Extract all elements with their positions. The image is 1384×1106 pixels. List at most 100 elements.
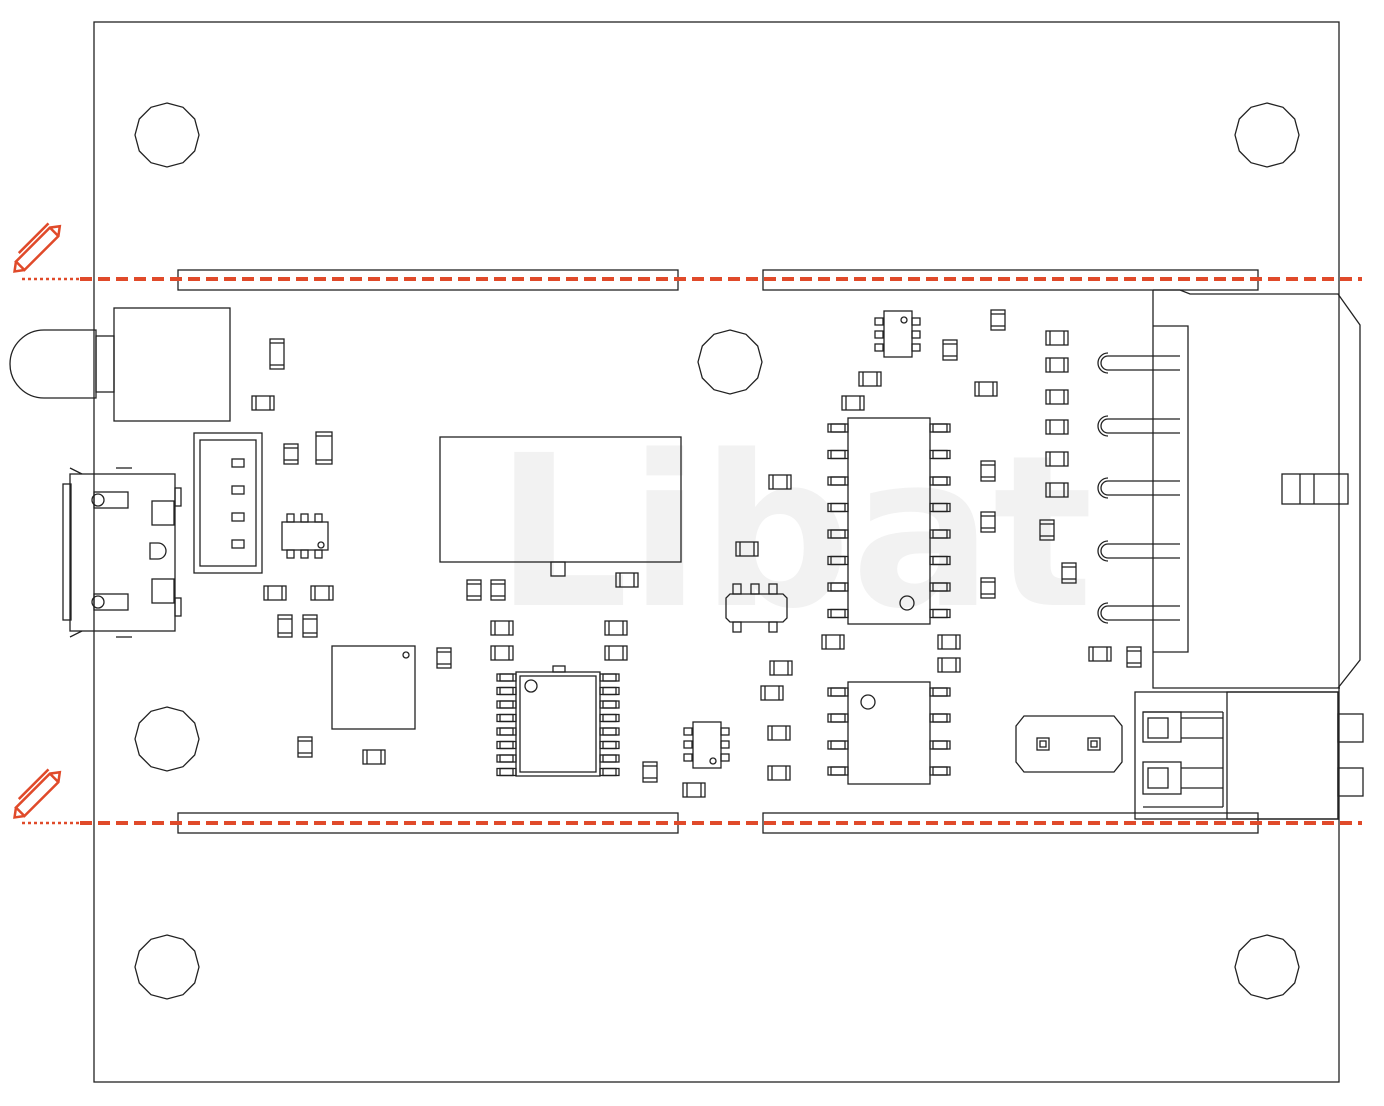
sd-pin-outline (1100, 605, 1180, 621)
barrel-jack-housing (113, 307, 231, 422)
ic-pin-inner (602, 740, 617, 750)
smd-body (858, 371, 882, 387)
smd-body (310, 585, 334, 601)
sd-card-pin (1097, 540, 1180, 562)
crystal-oscillator (725, 583, 788, 633)
smd-component (269, 338, 285, 370)
smd-body (302, 614, 318, 638)
sd-card-contacts (1097, 352, 1180, 624)
smd-body (841, 395, 865, 411)
ic-pin-inner (602, 700, 617, 709)
pencil-icon (13, 222, 62, 273)
smd-component (615, 572, 639, 588)
ic-pin-inner (602, 673, 617, 682)
sd-pin-arc (1097, 602, 1109, 624)
smd-body (1045, 451, 1069, 467)
smd-component (436, 647, 452, 669)
smd-body (490, 645, 514, 661)
smd-component (283, 443, 299, 465)
sd-pin-arc (1097, 540, 1109, 562)
smd-body (604, 620, 628, 636)
smd-component (490, 620, 514, 636)
ic-pin-inner (830, 582, 846, 592)
smd-component (767, 765, 791, 781)
mounting-hole (1234, 102, 1300, 168)
soic16-chip (847, 417, 931, 625)
ic-pin-inner (830, 555, 846, 566)
smd-body (768, 474, 792, 490)
smd-body (263, 585, 287, 601)
smd-body (1045, 482, 1069, 498)
smd-body (436, 647, 452, 669)
cut-lines (22, 277, 1362, 825)
smd-component (362, 749, 386, 765)
smd-component (297, 736, 313, 758)
soic16-pins (827, 423, 951, 619)
smd-component (682, 782, 706, 798)
smd-body (1045, 357, 1069, 373)
smd-body (604, 645, 628, 661)
smd-body (1061, 562, 1077, 584)
smd-component (937, 657, 961, 673)
ic-pin-inner (932, 502, 948, 513)
sot-chip-bottom (683, 721, 730, 769)
ic-pin-inner (932, 423, 948, 433)
smd-component (769, 660, 793, 676)
sd-card-latch (1281, 473, 1349, 505)
smd-component (980, 460, 996, 482)
ic-pin-inner (932, 608, 948, 619)
ic-pin-inner (499, 740, 514, 750)
smd-body (1045, 389, 1069, 405)
smd-body (1126, 646, 1142, 668)
smd-component (980, 577, 996, 599)
smd-body (362, 749, 386, 765)
smd-component (735, 541, 759, 557)
smd-body (942, 339, 958, 361)
smd-body (615, 572, 639, 588)
ic-pin-inner (499, 673, 514, 682)
watermark-logo: Libat (495, 410, 1093, 655)
smd-body (974, 381, 998, 397)
smd-body (1045, 419, 1069, 435)
soic8-pins (827, 687, 951, 776)
ic-pin-inner (830, 449, 846, 460)
mounting-holes (134, 102, 1300, 1000)
smd-component (1045, 482, 1069, 498)
ic-pin-inner (830, 766, 846, 776)
smd-body (767, 765, 791, 781)
ic-pin-inner (932, 582, 948, 592)
sd-pin-outline (1100, 480, 1180, 496)
ic-pin-inner (932, 529, 948, 539)
tssop-chip (515, 665, 601, 777)
smd-body (760, 685, 784, 701)
smd-component (642, 761, 658, 783)
jst-connector (193, 432, 263, 574)
ic-pin-inner (602, 754, 617, 763)
ic-pin-inner (932, 687, 948, 697)
smd-component (302, 614, 318, 638)
smd-component (760, 685, 784, 701)
smd-body (980, 460, 996, 482)
mounting-hole (697, 329, 763, 395)
smd-body (980, 511, 996, 533)
ic-pin-inner (830, 423, 846, 433)
mounting-hole (134, 706, 200, 772)
smd-body (269, 338, 285, 370)
ic-pin-inner (499, 767, 514, 777)
sot-chip-top (874, 310, 921, 358)
smd-component (841, 395, 865, 411)
tssop-pins (496, 673, 620, 777)
mounting-hole (1234, 934, 1300, 1000)
sd-card-slot-outline (1153, 289, 1361, 689)
smd-component (1045, 357, 1069, 373)
ic-pin-inner (932, 555, 948, 566)
ic-pin-inner (602, 686, 617, 696)
smd-component (990, 309, 1006, 331)
smd-component (1088, 646, 1112, 662)
smd-body (1039, 519, 1055, 541)
qfn-chip (331, 645, 416, 730)
pencil-icon (13, 768, 62, 819)
smd-body (490, 579, 506, 601)
ic-pin-inner (830, 740, 846, 750)
